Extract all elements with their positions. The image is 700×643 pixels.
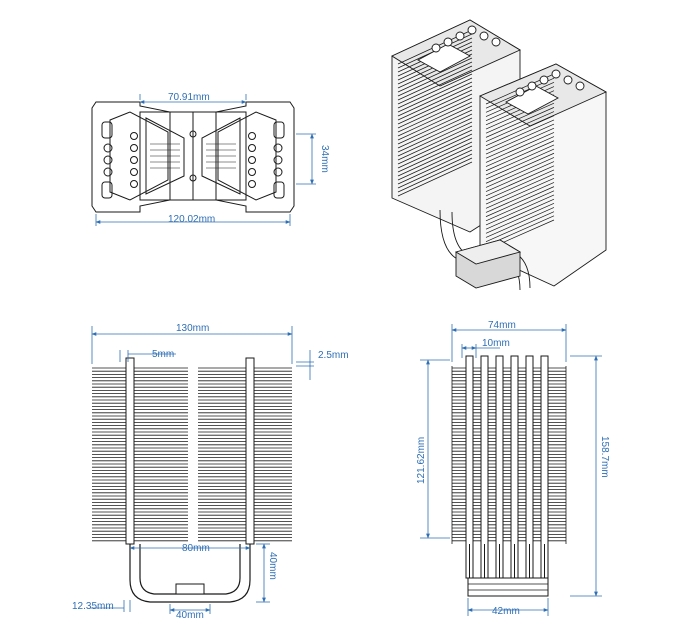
iso-fin <box>397 161 473 197</box>
side-total-height-label: 158.7mm <box>599 436 610 478</box>
top-view-left-wing <box>109 111 169 201</box>
iso-fin <box>397 141 473 177</box>
iso-fin <box>397 145 473 181</box>
iso-fin <box>397 81 473 117</box>
iso-fin <box>485 136 555 167</box>
side-depth-label: 74mm <box>488 320 516 331</box>
iso-fin <box>397 149 473 185</box>
iso-fin <box>485 190 555 222</box>
iso-fin <box>485 148 555 180</box>
front-total-width-label: 130mm <box>176 323 209 334</box>
iso-fin <box>397 85 473 121</box>
iso-fin <box>485 102 555 134</box>
iso-fin <box>397 93 473 129</box>
front-base-width-label: 40mm <box>176 610 204 621</box>
side-view-dimensions <box>420 324 602 616</box>
iso-front-tower <box>479 63 608 287</box>
iso-fin <box>485 115 555 147</box>
iso-fin <box>485 144 555 176</box>
iso-fin <box>485 165 555 197</box>
top-view-right-wing <box>217 111 277 201</box>
top-view-dimensions <box>95 94 316 226</box>
iso-fin <box>485 140 555 172</box>
side-base-width-label: 42mm <box>492 606 520 617</box>
iso-fin <box>397 73 473 109</box>
front-fin-pitch-label: 2.5mm <box>318 350 349 361</box>
iso-fin <box>485 132 555 163</box>
front-view <box>92 357 292 603</box>
iso-fin <box>485 161 555 192</box>
iso-fin <box>485 186 555 217</box>
iso-fin <box>485 169 555 201</box>
iso-fin <box>397 117 473 153</box>
iso-fin <box>485 194 555 226</box>
front-pipe-height-label: 40mm <box>267 552 278 580</box>
iso-fin <box>397 77 473 113</box>
top-inner-width-label: 70.91mm <box>168 92 210 103</box>
iso-fin <box>397 133 473 169</box>
iso-fin <box>397 129 473 165</box>
iso-fin <box>397 157 473 193</box>
top-height-label: 34mm <box>319 145 330 173</box>
iso-fin <box>397 113 473 149</box>
iso-fin <box>485 123 555 155</box>
top-view-right-plate <box>215 101 295 213</box>
iso-fin <box>485 127 555 159</box>
top-view-left-plate <box>91 101 171 213</box>
iso-fin <box>485 202 555 234</box>
iso-fin <box>397 97 473 133</box>
isometric-view <box>391 19 608 291</box>
iso-fin <box>485 177 555 209</box>
iso-fin <box>397 61 473 97</box>
iso-fin <box>397 137 473 173</box>
front-base-offset-label: 12.35mm <box>72 601 114 612</box>
front-fin-gap-label: 5mm <box>152 349 174 360</box>
iso-fin <box>485 173 555 205</box>
side-fin-height-label: 121.62mm <box>416 437 427 484</box>
top-view <box>91 101 295 213</box>
iso-fin <box>485 182 555 213</box>
iso-fin <box>397 121 473 157</box>
iso-fin <box>397 69 473 105</box>
front-view-heatpipes <box>125 357 255 603</box>
iso-fin <box>485 152 555 184</box>
iso-fin <box>485 207 555 238</box>
top-outer-width-label: 120.02mm <box>168 214 215 225</box>
iso-fin <box>397 125 473 161</box>
front-view-left-fin-stack <box>92 367 188 542</box>
side-view-heatpipes <box>465 355 549 579</box>
front-view-right-fin-stack <box>198 367 292 542</box>
iso-fin <box>397 89 473 125</box>
iso-fin <box>397 153 473 189</box>
iso-fin <box>485 111 555 142</box>
side-view-base <box>467 577 549 597</box>
front-view-dimensions <box>90 326 314 614</box>
iso-fin <box>485 211 555 242</box>
side-view <box>451 355 567 597</box>
iso-fin <box>485 198 555 230</box>
iso-fin <box>397 101 473 137</box>
front-pipe-span-label: 80mm <box>182 543 210 554</box>
top-view-inner-right <box>201 117 241 195</box>
iso-fin <box>397 57 473 93</box>
iso-fin <box>397 65 473 101</box>
top-view-pipe-holes <box>103 130 283 188</box>
top-view-inner-left <box>145 117 185 195</box>
iso-fin <box>485 119 555 151</box>
iso-fin <box>397 109 473 145</box>
iso-fin <box>485 107 555 138</box>
side-pipe-pitch-label: 10mm <box>482 338 510 349</box>
iso-fin <box>485 157 555 188</box>
iso-fin <box>397 105 473 141</box>
